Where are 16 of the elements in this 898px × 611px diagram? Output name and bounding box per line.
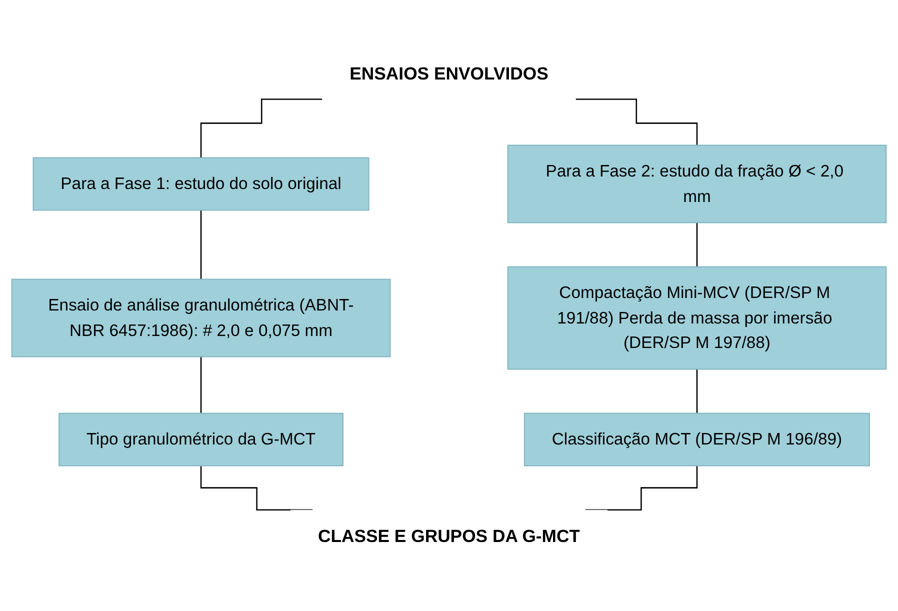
- node-box: Para a Fase 2: estudo da fração Ø < 2,0 mm: [507, 144, 887, 224]
- node-box: Ensaio de análise granulométrica (ABNT-NBR 6457:1986): # 2,0 e 0,075 mm: [11, 278, 391, 358]
- node-box: Compactação Mini-MCV (DER/SP M 191/88) Perda de massa por imersão (DER/SP M 197/88): [507, 266, 887, 370]
- connector: [200, 356, 202, 414]
- connector: [585, 465, 698, 510]
- connector: [200, 465, 313, 510]
- node-box: Para a Fase 1: estudo do solo original: [32, 157, 370, 211]
- node-box: Classificação MCT (DER/SP M 196/89): [524, 412, 870, 466]
- connector: [696, 368, 698, 414]
- connector: [200, 98, 322, 158]
- node-text: ENSAIOS ENVOLVIDOS: [350, 64, 548, 84]
- node-text: CLASSE E GRUPOS DA G-MCT: [318, 526, 580, 546]
- node-box: Tipo granulométrico da G-MCT: [58, 412, 344, 466]
- connector: [200, 210, 202, 280]
- connector: [576, 98, 698, 146]
- connector: [696, 222, 698, 268]
